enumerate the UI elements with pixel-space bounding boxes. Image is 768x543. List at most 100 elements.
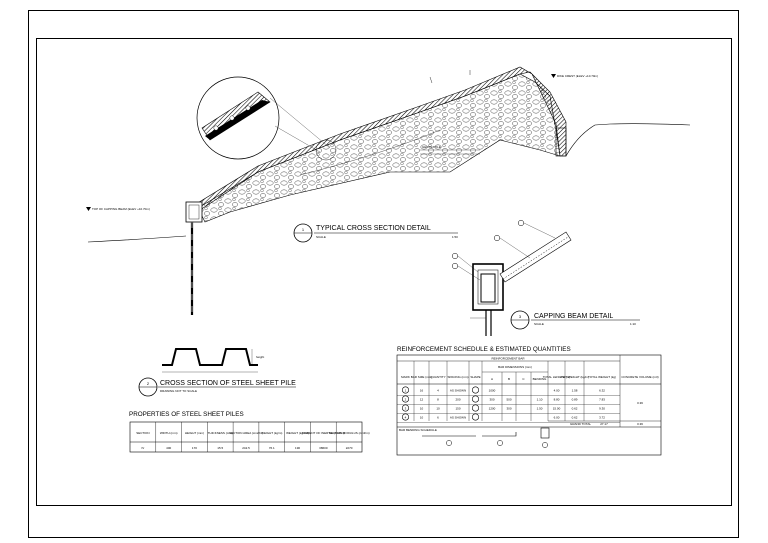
reinforcement-cell: 10 [420, 407, 424, 411]
svg-text:REINFORCEMENT SCHEDULE & ESTIM: REINFORCEMENT SCHEDULE & ESTIMATED QUANT… [397, 346, 571, 353]
reinforcement-cell: AS SHOWN [450, 389, 466, 393]
reinforcement-cell: 0.62 [572, 407, 578, 411]
bar-shape-circle [471, 395, 479, 403]
reinforcement-cell: 1.58 [572, 389, 578, 393]
reinforcement-cell: 4.00 [554, 389, 560, 393]
dimension-header-cell: BENDING [533, 377, 547, 381]
bar-shape-circle [471, 404, 479, 412]
dike-crest-marker: DIKE CREST (ELEV +10.70m) [551, 74, 598, 78]
reinforcement-header-cell: SPACING (mm) [447, 375, 468, 379]
capping-top-marker: TOP OF CAPPING BEAM (ELEV +10.70m) [86, 207, 150, 211]
svg-text:0.36: 0.36 [637, 422, 643, 426]
reinforcement-header-cell: MARK [401, 375, 410, 379]
svg-text:DRAWING NOT TO SCALE: DRAWING NOT TO SCALE [160, 389, 197, 393]
sheet-pile-title: 2 CROSS SECTION OF STEEL SHEET PILE DRAW… [138, 377, 296, 397]
reinforcement-cell: 1.10 [537, 398, 543, 402]
sheet-outer-border [28, 10, 739, 538]
properties-header-cell: MOMENT OF INERTIA (cm4/m) [302, 431, 345, 435]
properties-header-cell: SECTION [136, 431, 149, 435]
reinforcement-cell: 1 [405, 389, 407, 393]
properties-header-cell: WEIGHT (kg/m) [261, 431, 282, 435]
svg-text:2: 2 [147, 381, 150, 386]
reinforcement-cell: 10 [436, 407, 440, 411]
reinforcement-cell: 16 [420, 389, 424, 393]
svg-text:CAPPING BEAM DETAIL: CAPPING BEAM DETAIL [534, 313, 613, 320]
capping-beam-block [185, 201, 203, 223]
reinforcement-cell: 1200 [489, 407, 496, 411]
bar-shape-circle [471, 413, 479, 421]
properties-header-cell: THICKNESS (mm) [208, 431, 233, 435]
svg-text:27.17: 27.17 [600, 422, 608, 426]
svg-text:0.36: 0.36 [637, 401, 643, 405]
properties-value-cell: 190 [295, 446, 300, 450]
reinforcement-cell: 300 [489, 398, 494, 402]
reinforcement-cell: 500 [506, 398, 511, 402]
svg-text:TOP OF CAPPING BEAM (ELEV +10.: TOP OF CAPPING BEAM (ELEV +10.70m) [92, 207, 150, 211]
svg-text:SCALE: SCALE [534, 322, 544, 326]
reinforcement-schedule: REINFORCEMENT SCHEDULE & ESTIMATED QUANT… [396, 346, 662, 456]
reinforcement-cell: 3.72 [599, 416, 605, 420]
svg-text:DIKE CREST (ELEV +10.70m): DIKE CREST (ELEV +10.70m) [557, 74, 598, 78]
properties-value-cell: 242.5 [242, 446, 250, 450]
properties-header-cell: WEIGHT (kg/m2) [286, 431, 309, 435]
properties-header-cell: SECTION MODULUS (cm3/m) [329, 431, 370, 435]
reinforcement-cell: 9.30 [599, 407, 605, 411]
reinforcement-cell: 1000 [489, 389, 496, 393]
properties-value-cell: 170 [192, 446, 197, 450]
reinforcement-cell: 0.62 [572, 416, 578, 420]
dimension-header-cell: C [522, 377, 525, 381]
dimension-header-cell: A [491, 377, 493, 381]
properties-value-cell: 2270 [346, 446, 353, 450]
properties-header-cell: HEIGHT (mm) [185, 431, 204, 435]
reinforcement-header-cell: TOTAL LENGTH (m) [543, 375, 571, 379]
drawing-frame [36, 38, 732, 506]
svg-text:1:10: 1:10 [630, 322, 636, 326]
reinforcement-cell: 2 [405, 398, 407, 402]
svg-text:GEOTEXTILE: GEOTEXTILE [422, 145, 441, 149]
reinforcement-header-cell: UNIT WEIGHT (kg/m) [560, 375, 589, 379]
reinforcement-header-cell: CONCRETE VOLUME (m3) [621, 375, 658, 379]
reinforcement-cell: 300 [506, 407, 511, 411]
svg-text:3: 3 [519, 314, 522, 319]
properties-table: PROPERTIES OF STEEL SHEET PILES SECTION I… [129, 411, 370, 453]
svg-text:SCALE: SCALE [316, 235, 326, 239]
capping-beam-title: 3 CAPPING BEAM DETAIL SCALE 1:10 [510, 310, 640, 330]
reinforcement-cell: 3 [405, 407, 407, 411]
reinforcement-header-cell: QUANTITY [430, 375, 445, 379]
bar-mark-circle [401, 404, 409, 412]
reinforcement-cell: 4 [405, 416, 407, 420]
svg-text:1:50: 1:50 [452, 235, 458, 239]
reinforcement-cell: 6.00 [554, 416, 560, 420]
reinforcement-cell: 8.80 [554, 398, 560, 402]
reinforcement-header-cell: SHAPE [470, 375, 480, 379]
reinforcement-cell: 1.50 [537, 407, 543, 411]
properties-header-cell: SECTION AREA (cm2/m) [229, 431, 263, 435]
reinforcement-cell: 10 [420, 416, 424, 420]
reinforcement-cell: 200 [455, 398, 460, 402]
properties-header-cell: WIDTH (mm) [160, 431, 178, 435]
reinforcement-header-cell: BAR SIZE (mm) [411, 375, 433, 379]
reinforcement-cell: 150 [455, 407, 460, 411]
svg-text:1: 1 [302, 227, 305, 232]
svg-text:REINFORCEMENT BAR: REINFORCEMENT BAR [491, 357, 525, 361]
svg-text:CROSS SECTION OF STEEL SHEET P: CROSS SECTION OF STEEL SHEET PILE [160, 380, 296, 387]
ground-line [87, 235, 187, 243]
properties-value-cell: 38600 [319, 446, 328, 450]
enlarged-detail [196, 76, 337, 161]
svg-text:GRAND TOTAL: GRAND TOTAL [570, 422, 591, 426]
capping-beam-detail [451, 219, 572, 336]
dimension-header-cell: B [508, 377, 510, 381]
properties-value-cell: IV [141, 446, 144, 450]
reinforcement-cell: 6 [437, 416, 439, 420]
properties-value-cell: 15.5 [217, 446, 223, 450]
reinforcement-cell: 15.00 [553, 407, 561, 411]
svg-text:BAR BENDING SCHEDULE: BAR BENDING SCHEDULE [399, 428, 437, 432]
reinforcement-header-cell: BAR DIMENSIONS (mm) [498, 365, 532, 369]
svg-text:PROPERTIES OF STEEL SHEET PILE: PROPERTIES OF STEEL SHEET PILES [129, 411, 244, 418]
typical-section-title: 1 TYPICAL CROSS SECTION DETAIL SCALE 1:5… [293, 223, 458, 243]
properties-value-cell: 400 [166, 446, 171, 450]
reinforcement-header-cell: TOTAL WEIGHT (kg) [588, 375, 616, 379]
svg-text:TYPICAL CROSS SECTION DETAIL: TYPICAL CROSS SECTION DETAIL [316, 225, 431, 232]
reinforcement-cell: 8 [437, 398, 439, 402]
reinforcement-cell: 0.89 [572, 398, 578, 402]
